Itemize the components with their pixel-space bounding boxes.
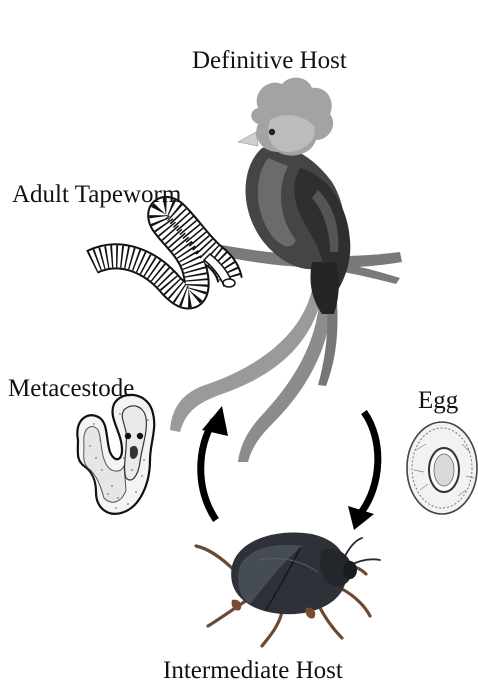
egg-icon (407, 422, 477, 514)
beetle-icon (196, 532, 380, 646)
adult-tapeworm-label: Adult Tapeworm (12, 182, 181, 207)
metacestode-label: Metacestode (8, 376, 134, 401)
definitive-host-label: Definitive Host (192, 48, 347, 73)
cycle-arrow-icon (201, 406, 378, 530)
metacestode-icon (77, 395, 154, 514)
egg-label: Egg (418, 388, 458, 413)
intermediate-host-label: Intermediate Host (163, 658, 343, 683)
tapeworm-icon (92, 209, 235, 297)
